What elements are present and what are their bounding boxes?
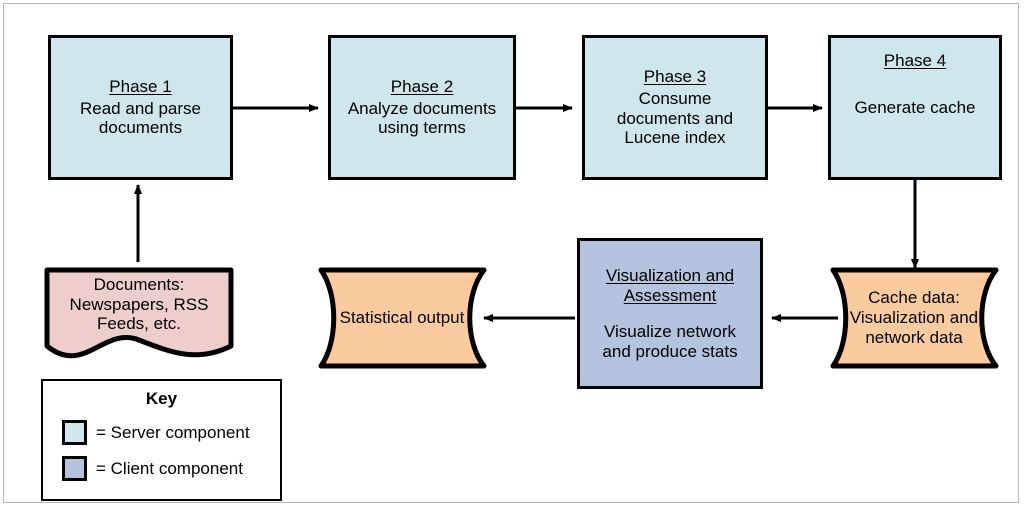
- node-phase-4[interactable]: Phase 4 Generate cache: [828, 35, 1002, 180]
- node-phase-3[interactable]: Phase 3 Consume documents and Lucene ind…: [582, 35, 768, 180]
- cache-data-shape: [830, 267, 999, 369]
- phase-2-line-1: Analyze documents: [347, 98, 497, 118]
- statistical-output-shape: [318, 267, 487, 369]
- phase-1-body: Read and parse documents: [80, 99, 201, 138]
- node-phase-1[interactable]: Phase 1 Read and parse documents: [48, 35, 233, 180]
- node-statistical-output[interactable]: Statistical output: [312, 266, 492, 370]
- phase-4-line-1: Generate cache: [854, 97, 976, 117]
- client-component-label: = Client component: [96, 458, 243, 478]
- visualization-line-2: and produce stats: [602, 341, 738, 361]
- phase-1-line-1: Read and parse: [80, 98, 201, 118]
- phase-4-body: Generate cache: [855, 98, 976, 118]
- server-component-swatch: [62, 420, 87, 445]
- visualization-title-line-2: Assessment: [623, 286, 717, 306]
- phase-2-body: Analyze documents using terms: [348, 99, 496, 138]
- node-visualization-and-assessment[interactable]: Visualization and Assessment Visualize n…: [577, 238, 763, 389]
- phase-3-line-3: Lucene index: [624, 128, 726, 148]
- key-item-server: = Server component: [43, 420, 280, 445]
- node-documents[interactable]: Documents: Newspapers, RSS Feeds, etc.: [44, 258, 234, 365]
- phase-3-title: Phase 3: [643, 67, 707, 87]
- key-legend: Key = Server component = Client componen…: [41, 379, 282, 501]
- visualization-title: Visualization and Assessment: [580, 266, 760, 307]
- client-component-swatch: [62, 456, 87, 481]
- phase-2-title: Phase 2: [390, 76, 454, 96]
- key-title: Key: [145, 389, 178, 408]
- visualization-line-1: Visualize network: [604, 322, 736, 342]
- visualization-title-line-1: Visualization and: [605, 265, 735, 285]
- server-component-label: = Server component: [96, 422, 250, 442]
- visualization-body: Visualize network and produce stats: [602, 322, 737, 361]
- phase-3-body: Consume documents and Lucene index: [617, 89, 733, 148]
- phase-3-line-2: documents and: [616, 108, 734, 128]
- phase-4-title: Phase 4: [883, 51, 947, 70]
- phase-3-line-1: Consume: [638, 88, 712, 108]
- phase-1-line-2: documents: [98, 118, 183, 138]
- phase-1-title: Phase 1: [109, 76, 172, 96]
- node-cache-data[interactable]: Cache data: Visualization and network da…: [824, 266, 1004, 370]
- node-phase-2[interactable]: Phase 2 Analyze documents using terms: [328, 35, 516, 180]
- key-item-client: = Client component: [43, 456, 280, 481]
- documents-shape: [44, 267, 234, 359]
- phase-2-line-2: using terms: [378, 118, 466, 138]
